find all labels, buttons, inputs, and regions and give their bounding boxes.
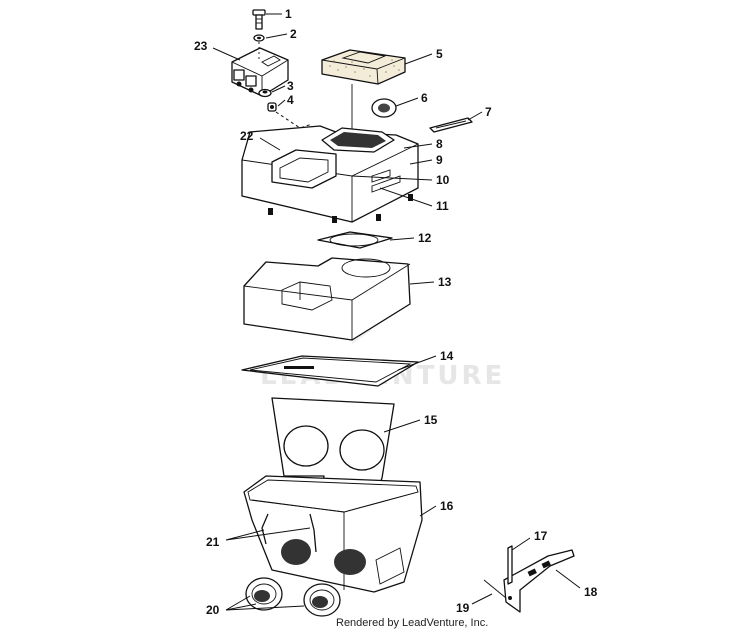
callout-22: 22 [240, 129, 254, 143]
fitting-part [267, 102, 277, 112]
footer-credit: Rendered by LeadVenture, Inc. [336, 617, 488, 629]
boot-rings-part [245, 577, 341, 617]
callout-7: 7 [485, 105, 492, 119]
foam-block-part [321, 49, 406, 85]
grommet-part [371, 98, 397, 118]
callout-1: 1 [285, 7, 292, 21]
callout-21: 21 [206, 535, 220, 549]
lower-box-part [243, 475, 423, 593]
callout-8: 8 [436, 137, 443, 151]
leader-lines [212, 13, 581, 611]
nut-part [258, 88, 272, 98]
bracket-part [483, 545, 575, 613]
callout-20: 20 [206, 603, 220, 617]
callout-labels: 1 2 3 4 5 6 7 8 9 10 11 12 13 14 15 16 1… [194, 7, 598, 617]
callout-13: 13 [438, 275, 452, 289]
callout-3: 3 [287, 79, 294, 93]
upper-box-cover [241, 125, 419, 223]
drain-tubes-part [261, 513, 317, 553]
callout-10: 10 [436, 173, 450, 187]
callout-23: 23 [194, 39, 208, 53]
foam-filter-part [243, 257, 411, 341]
strip-part [429, 117, 473, 133]
seal-plate-part [241, 355, 419, 387]
callout-12: 12 [418, 231, 432, 245]
coil-module-part [231, 47, 289, 97]
washer-part [253, 34, 265, 42]
baffle-plate-part [271, 397, 395, 501]
gasket-ring-part [317, 231, 393, 249]
callout-19: 19 [456, 601, 470, 615]
callout-4: 4 [287, 93, 294, 107]
callout-14: 14 [440, 349, 454, 363]
callout-17: 17 [534, 529, 548, 543]
callout-2: 2 [290, 27, 297, 41]
screw-part [252, 9, 266, 30]
callout-6: 6 [421, 91, 428, 105]
callout-11: 11 [436, 199, 449, 213]
callout-16: 16 [440, 499, 454, 513]
callout-18: 18 [584, 585, 598, 599]
callout-5: 5 [436, 47, 443, 61]
callout-15: 15 [424, 413, 438, 427]
callout-9: 9 [436, 153, 443, 167]
